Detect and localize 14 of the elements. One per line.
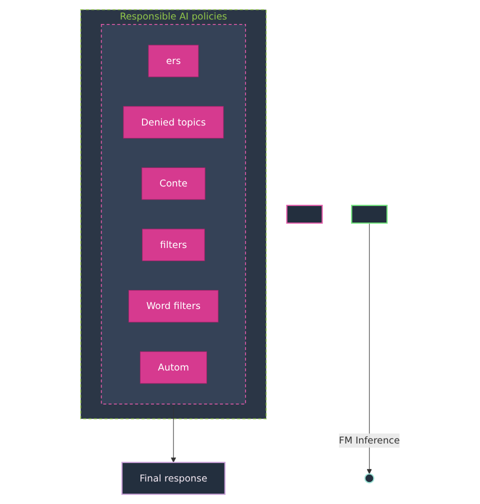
node-box: Denied topics bbox=[122, 106, 224, 139]
node-box: filters bbox=[142, 228, 205, 262]
edge-label: FM Inference bbox=[338, 434, 400, 446]
node-box: Conte bbox=[141, 167, 206, 200]
node-box: Word filters bbox=[128, 290, 218, 322]
node-box: Autom bbox=[140, 351, 207, 384]
node-box: ers bbox=[148, 44, 198, 78]
arrow bbox=[170, 404, 176, 463]
arrow bbox=[366, 222, 372, 474]
node-box bbox=[350, 204, 388, 224]
cluster bbox=[100, 24, 246, 405]
node-box bbox=[286, 204, 323, 224]
node-box: Final response bbox=[121, 462, 226, 495]
node-circle bbox=[364, 473, 374, 484]
